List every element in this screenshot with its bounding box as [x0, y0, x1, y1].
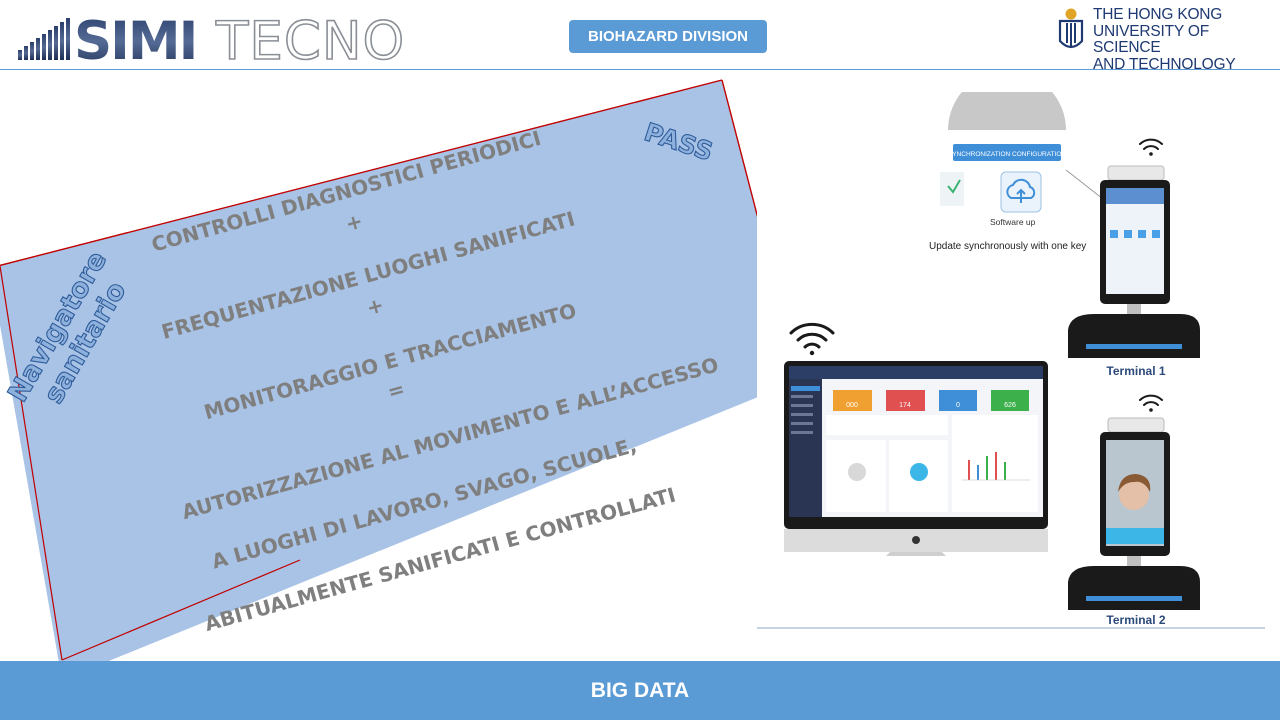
logo-simi-text: SIMI	[74, 12, 196, 62]
terminal-2-label: Terminal 2	[1106, 613, 1165, 627]
stat-value: 174	[899, 402, 911, 409]
hkust-emblem-icon	[1058, 8, 1084, 49]
panel-border-left	[0, 265, 63, 661]
bar-chart-icon	[962, 452, 1030, 481]
footer-title: BIG DATA	[0, 661, 1280, 720]
panel-border-top	[0, 79, 723, 267]
health-pass-panel: Navigatore sanitario PASS CONTROLLI DIAG…	[0, 79, 780, 661]
signal-bars-icon	[18, 18, 70, 60]
panel-line-equals: =	[385, 376, 408, 404]
update-caption: Update synchronously with one key	[929, 241, 1086, 252]
hkust-name: THE HONG KONG UNIVERSITY OF SCIENCE AND …	[1093, 6, 1278, 73]
sync-config-label: SYNCHRONIZATION CONFIGURATION	[948, 151, 1067, 158]
sync-config-bubble: SYNCHRONIZATION CONFIGURATION Software u…	[940, 92, 1068, 230]
big-data-system-illustration: SYNCHRONIZATION CONFIGURATION Software u…	[757, 92, 1267, 632]
hkust-line: AND TECHNOLOGY	[1093, 55, 1236, 73]
panel-line-plus-2: +	[364, 292, 387, 320]
hkust-line: THE HONG KONG	[1093, 6, 1223, 23]
panel-background	[0, 80, 780, 661]
wifi-icon	[1139, 394, 1163, 412]
division-badge: BIOHAZARD DIVISION	[569, 20, 767, 53]
apple-logo-icon	[912, 536, 920, 544]
logo-tecno-text: TECNO	[215, 12, 405, 62]
header-divider	[0, 69, 1280, 70]
monitor-dashboard: 000 174 0 626	[784, 361, 1048, 556]
software-update-label: Software up	[990, 217, 1036, 227]
terminal-1-label: Terminal 1	[1106, 364, 1165, 378]
panel-border-bottom	[61, 559, 301, 661]
stat-value: 0	[956, 402, 960, 409]
hkust-line: UNIVERSITY OF SCIENCE	[1093, 22, 1209, 56]
stat-value: 000	[846, 402, 858, 409]
panel-border-right	[721, 79, 761, 227]
terminal-1-device	[1068, 165, 1200, 358]
wifi-icon	[1139, 138, 1163, 156]
simitecno-logo: SIMI TECNO	[18, 12, 405, 62]
stat-value: 626	[1004, 402, 1016, 409]
face-icon	[1119, 480, 1149, 510]
terminal-2-device	[1068, 417, 1200, 610]
cloud-upload-icon	[1006, 178, 1036, 203]
panel-line-plus-1: +	[343, 208, 366, 236]
wifi-icon	[789, 322, 835, 356]
hkust-logo: THE HONG KONG UNIVERSITY OF SCIENCE AND …	[1052, 5, 1278, 72]
sync-config-button	[953, 144, 1061, 161]
